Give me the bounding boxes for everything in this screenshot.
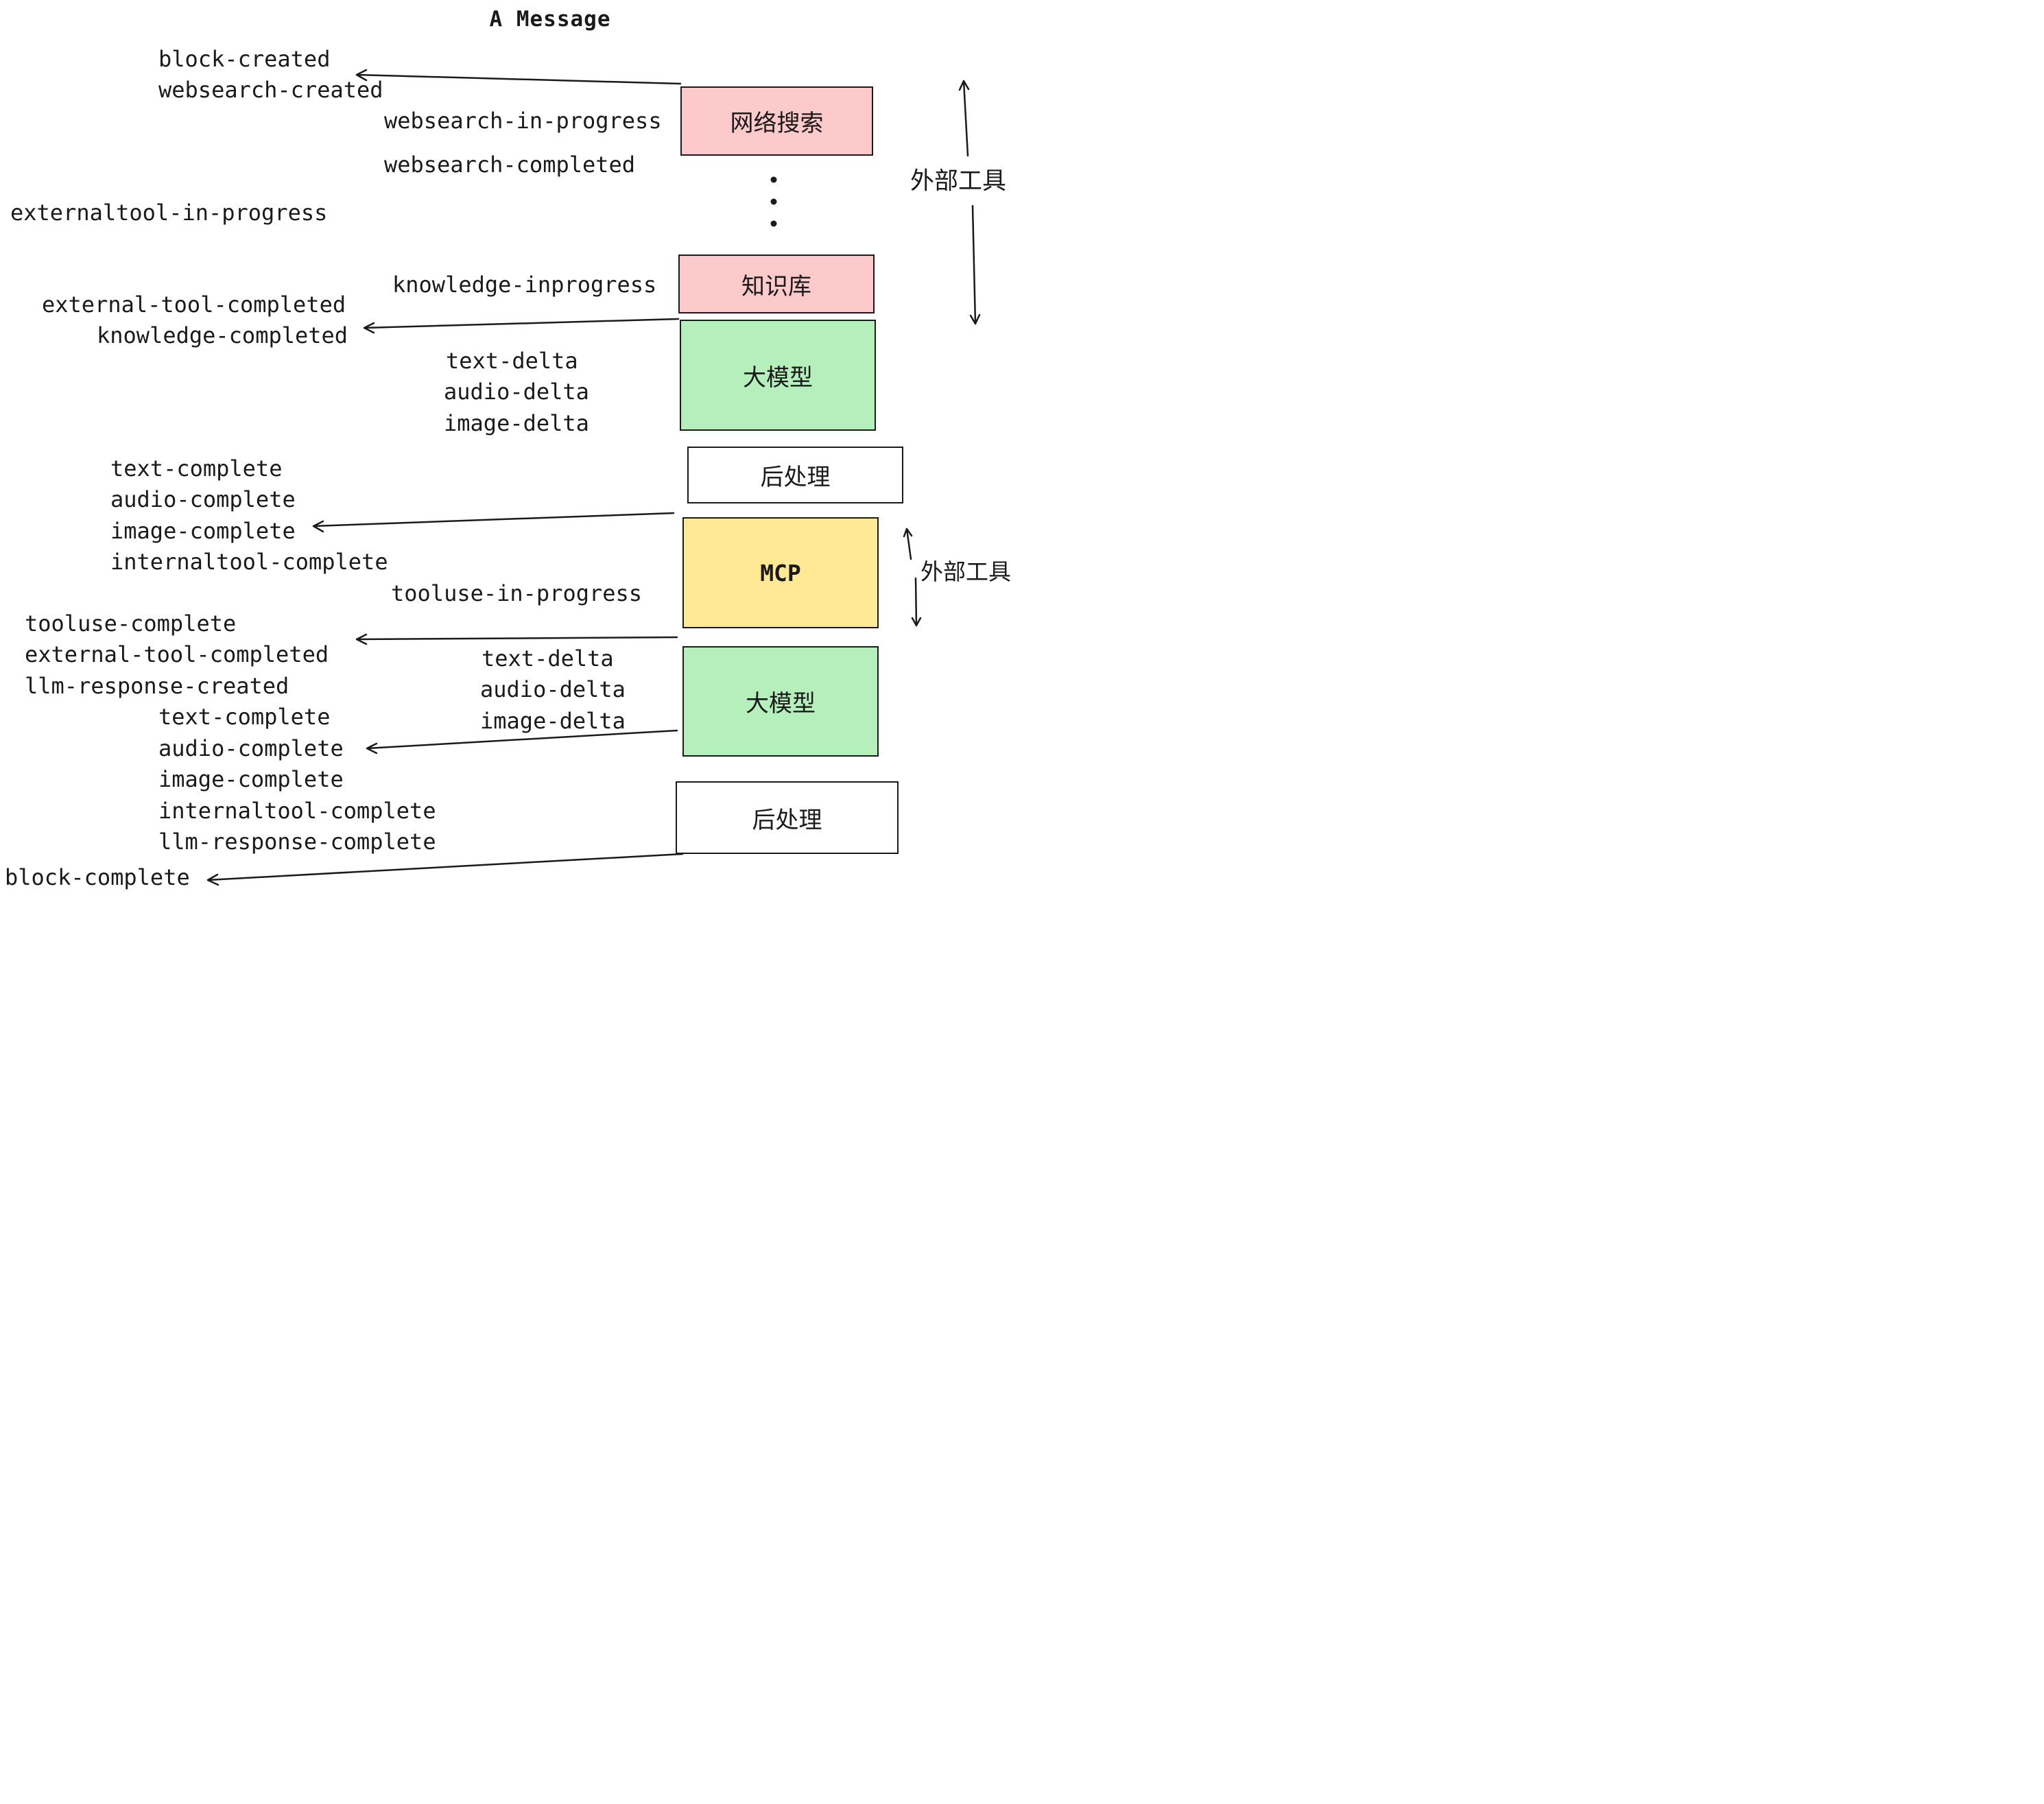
event-audio-complete-2: audio-complete: [158, 735, 344, 761]
node-llm-1-label: 大模型: [743, 364, 813, 392]
event-websearch-completed: websearch-completed: [384, 152, 636, 178]
event-image-complete-1: image-complete: [110, 518, 296, 544]
event-llm-response-complete: llm-response-complete: [158, 829, 436, 855]
external-tools-mid-down-arrow: [911, 577, 922, 627]
event-internaltool-complete-2: internaltool-complete: [158, 798, 436, 824]
event-external-tool-completed: external-tool-completed: [42, 292, 346, 318]
event-audio-complete-1: audio-complete: [110, 486, 296, 512]
node-postprocess-1-label: 后处理: [760, 464, 831, 491]
event-image-delta-2: image-delta: [480, 708, 626, 734]
external-tools-mid-up-arrow: [903, 527, 913, 560]
node-websearch-label: 网络搜索: [730, 110, 824, 137]
node-knowledge-base: 知识库: [678, 254, 875, 313]
node-postprocess-2: 后处理: [676, 781, 899, 854]
external-tools-label-top: 外部工具: [910, 167, 1007, 195]
node-websearch: 网络搜索: [680, 86, 873, 156]
event-internaltool-complete-1: internaltool-complete: [110, 549, 388, 575]
event-tooluse-in-progress: tooluse-in-progress: [391, 580, 643, 606]
event-image-complete-2: image-complete: [158, 766, 344, 792]
node-mcp: MCP: [682, 517, 879, 628]
diagram-title: A Message: [489, 7, 611, 32]
external-tools-top-down-arrow: [969, 204, 981, 325]
external-tools-top-up-arrow: [958, 80, 970, 157]
event-external-tool-completed-2: external-tool-completed: [25, 641, 329, 667]
arrow-to-tooluse-complete: [355, 633, 678, 645]
node-postprocess-1: 后处理: [687, 447, 903, 503]
external-tools-label-mid: 外部工具: [920, 558, 1011, 585]
node-llm-2: 大模型: [682, 646, 879, 757]
event-audio-delta-2: audio-delta: [480, 676, 626, 702]
arrow-to-knowledge-completed: [363, 318, 680, 334]
ellipsis-dots: [770, 176, 777, 227]
event-block-complete: block-complete: [5, 864, 190, 890]
event-tooluse-complete: tooluse-complete: [25, 610, 237, 637]
node-postprocess-2-label: 后处理: [752, 806, 822, 834]
event-text-delta-1: text-delta: [446, 348, 578, 374]
arrow-to-block-created: [355, 69, 682, 85]
event-block-created: block-created: [158, 46, 331, 72]
event-text-complete-2: text-complete: [158, 704, 331, 730]
event-knowledge-completed: knowledge-completed: [97, 322, 348, 348]
event-text-complete-1: text-complete: [110, 455, 283, 482]
node-knowledge-base-label: 知识库: [741, 272, 811, 300]
event-websearch-in-progress: websearch-in-progress: [384, 108, 662, 134]
event-text-delta-2: text-delta: [482, 645, 614, 672]
event-websearch-created: websearch-created: [158, 77, 383, 103]
arrow-to-image-complete: [312, 512, 675, 533]
diagram-canvas: A Message 网络搜索 知识库 大模型 后处理 MCP 大模型 后处理 外…: [0, 0, 1022, 902]
event-image-delta-1: image-delta: [444, 410, 589, 436]
event-externaltool-in-progress: externaltool-in-progress: [10, 200, 328, 226]
arrow-to-block-complete: [206, 853, 684, 886]
event-knowledge-inprogress: knowledge-inprogress: [392, 272, 657, 298]
event-audio-delta-1: audio-delta: [444, 379, 589, 405]
node-llm-1: 大模型: [680, 320, 876, 431]
node-mcp-label: MCP: [760, 559, 801, 586]
event-llm-response-created: llm-response-created: [25, 673, 289, 699]
node-llm-2-label: 大模型: [746, 690, 816, 717]
